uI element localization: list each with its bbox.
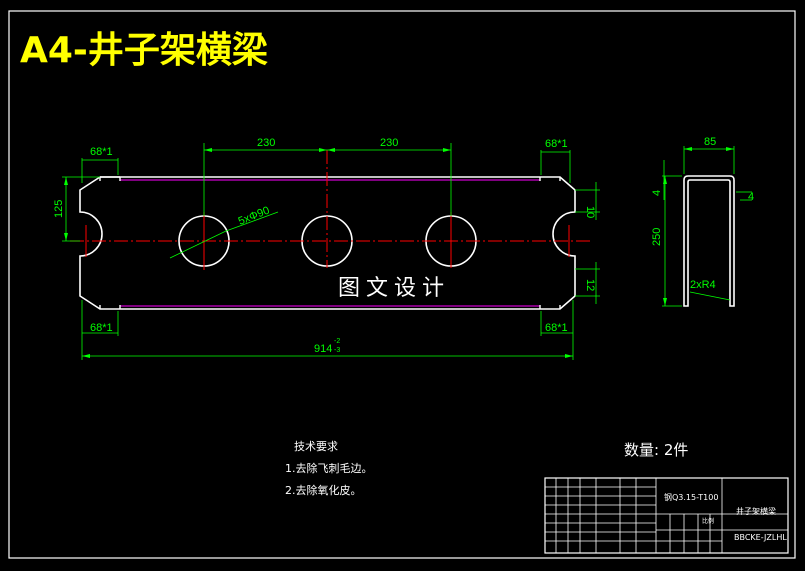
drawing-title: A4-井子架横梁 (20, 30, 268, 71)
dim-section-width: 85 (704, 136, 716, 148)
dim-notch-bottom: 12 (584, 279, 596, 291)
dim-thickness-right: 4 (748, 191, 754, 203)
bend-lines (120, 179, 540, 307)
dim-hole-spec: 5xΦ90 (237, 204, 272, 227)
dim-hole-spacing-left: 230 (257, 137, 275, 149)
dim-chamfer-top-right: 68*1 (545, 138, 568, 150)
dim-overall-length: 914 (314, 343, 332, 355)
dimension-lines (62, 143, 600, 360)
section-arrows (663, 147, 734, 306)
drawing-border (8, 10, 796, 559)
title-block-material: 钢Q3.15-T100 (664, 492, 718, 502)
watermark: 图文设计 (338, 276, 450, 301)
title-block-drawing-no: BBCKE-JZLHL (734, 533, 787, 542)
dim-notch-top: 10 (584, 206, 596, 218)
title-block-part-name: 井子架横梁 (736, 506, 776, 516)
section-outline (683, 175, 735, 307)
dim-bend-radius: 2xR4 (690, 279, 716, 291)
note-item-2: 2.去除氧化皮。 (285, 483, 362, 497)
dim-end-height: 125 (53, 200, 65, 218)
dim-chamfer-bottom-right: 68*1 (545, 322, 568, 334)
title-block-scale-label: 比例 (702, 517, 714, 525)
section-dimension-lines (662, 146, 752, 307)
title-block (544, 477, 789, 554)
quantity: 数量: 2件 (624, 441, 688, 459)
dim-chamfer-bottom-left: 68*1 (90, 322, 113, 334)
dim-length-tol-low: -3 (334, 347, 340, 354)
dim-chamfer-top-left: 68*1 (90, 146, 113, 158)
end-tabs (99, 177, 561, 309)
note-item-1: 1.去除飞刺毛边。 (285, 461, 373, 475)
dim-thickness-left: 4 (651, 190, 663, 196)
dimension-arrows (64, 148, 573, 358)
watermark-bg (322, 268, 488, 302)
centerlines (70, 150, 590, 270)
dim-section-height: 250 (651, 228, 663, 246)
dim-length-tol-up: -2 (334, 338, 340, 345)
dim-hole-spacing-right: 230 (380, 137, 398, 149)
notes-heading: 技术要求 (294, 440, 338, 453)
